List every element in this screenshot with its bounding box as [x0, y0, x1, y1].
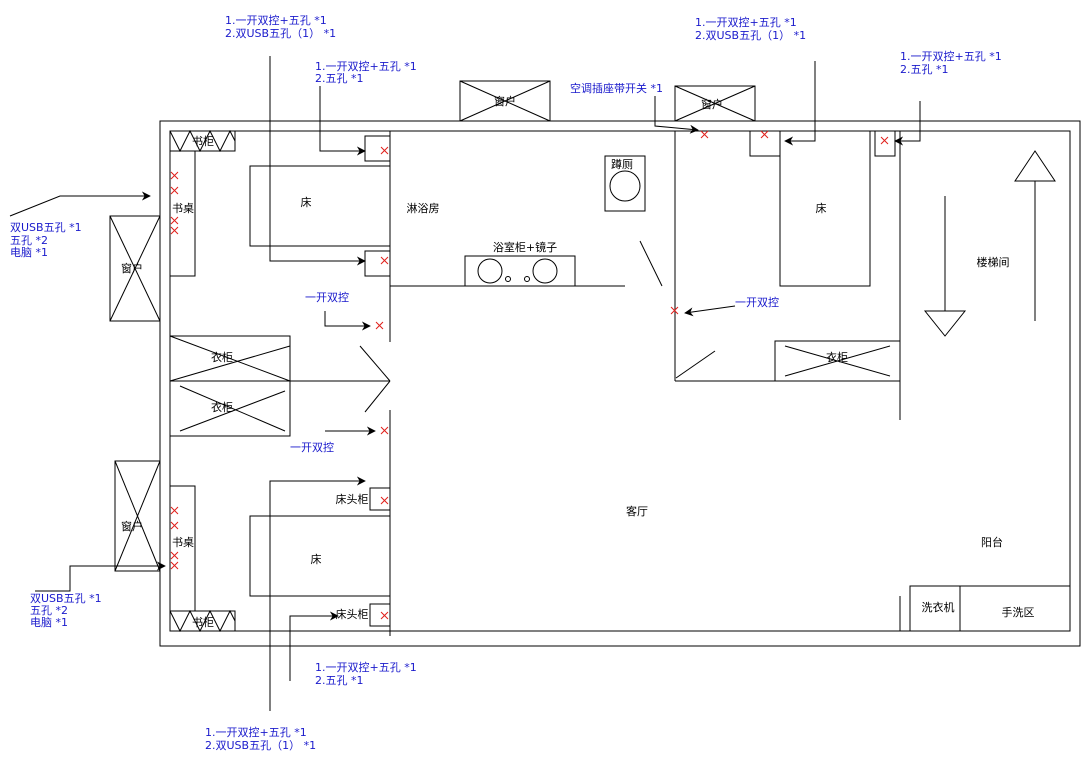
vanity: [464, 255, 576, 287]
note-bottom-b: 1.一开双控+五孔 *1 2.双USB五孔（1） *1: [205, 725, 316, 752]
door-swings: [359, 240, 716, 413]
bookcase-top-label: 书柜: [192, 135, 214, 148]
window-top-right-label: 窗户: [701, 97, 723, 111]
svg-text:五孔 *2: 五孔 *2: [10, 234, 48, 247]
note-ac-socket: 空调插座带开关 *1: [570, 81, 663, 95]
stair-arrows: [923, 150, 1056, 337]
bookcase-bottom: [169, 609, 236, 633]
washing-machine-label: 洗衣机: [922, 600, 955, 614]
shower-label: 淋浴房: [407, 202, 440, 215]
bed-top-left-label: 床: [301, 195, 312, 209]
bedside-box-2: [364, 250, 391, 277]
bedside-box-right-2: [874, 130, 896, 157]
svg-text:1.一开双控+五孔 *1: 1.一开双控+五孔 *1: [695, 15, 797, 29]
bed-right-label: 床: [816, 201, 827, 215]
svg-text:1.一开双控+五孔 *1: 1.一开双控+五孔 *1: [315, 660, 417, 674]
balcony-label: 阳台: [981, 535, 1003, 549]
note-left-top: 双USB五孔 *1 五孔 *2 电脑 *1: [10, 221, 82, 259]
svg-text:1.一开双控+五孔 *1: 1.一开双控+五孔 *1: [900, 49, 1002, 63]
bedside-table-2-label: 床头柜: [336, 607, 369, 621]
desk-top-label: 书桌: [172, 202, 194, 215]
bedside-table-1-label: 床头柜: [336, 492, 369, 506]
note-bottom-a: 1.一开双控+五孔 *1 2.五孔 *1: [315, 660, 417, 687]
wardrobe-2-label: 衣柜: [211, 400, 233, 414]
bookcase-top: [169, 129, 236, 153]
svg-text:双USB五孔 *1: 双USB五孔 *1: [10, 221, 82, 234]
svg-text:2.双USB五孔（1） *1: 2.双USB五孔（1） *1: [695, 29, 806, 42]
note-left-bottom: 双USB五孔 *1 五孔 *2 电脑 *1: [30, 592, 102, 629]
toilet-label: 蹲厕: [611, 157, 633, 171]
svg-text:1.一开双控+五孔 *1: 1.一开双控+五孔 *1: [315, 59, 417, 73]
svg-text:2.五孔 *1: 2.五孔 *1: [900, 63, 949, 76]
bed-right: [779, 130, 871, 287]
bedside-table-2: [369, 603, 391, 627]
svg-text:五孔 *2: 五孔 *2: [30, 604, 68, 617]
bedside-table-1: [369, 487, 391, 511]
note-switch-2: 一开双控: [290, 440, 334, 454]
interior-walls: [170, 131, 901, 636]
svg-text:2.双USB五孔（1） *1: 2.双USB五孔（1） *1: [205, 739, 316, 752]
outlet-markers: [170, 130, 889, 620]
svg-text:2.五孔 *1: 2.五孔 *1: [315, 72, 364, 85]
note-switch-1: 一开双控: [305, 290, 349, 304]
vanity-label: 浴室柜+镜子: [493, 240, 557, 254]
svg-text:2.五孔 *1: 2.五孔 *1: [315, 674, 364, 687]
svg-text:2.双USB五孔（1） *1: 2.双USB五孔（1） *1: [225, 27, 336, 40]
note-top-right-a: 1.一开双控+五孔 *1 2.双USB五孔（1） *1: [695, 15, 806, 42]
svg-text:电脑 *1: 电脑 *1: [30, 616, 68, 629]
svg-text:电脑 *1: 电脑 *1: [10, 246, 48, 259]
svg-text:1.一开双控+五孔 *1: 1.一开双控+五孔 *1: [205, 725, 307, 739]
wardrobe-1-label: 衣柜: [211, 350, 233, 364]
note-switch-right: 一开双控: [735, 295, 779, 309]
window-left-bottom-label: 窗户: [121, 519, 143, 533]
desk-top: [169, 150, 196, 277]
bed-bottom-left: [249, 515, 391, 597]
note-top-a: 1.一开双控+五孔 *1 2.双USB五孔（1） *1: [225, 13, 336, 40]
hand-wash-label: 手洗区: [1002, 605, 1035, 619]
window-top-center: [459, 80, 551, 122]
bookcase-bottom-label: 书柜: [192, 616, 214, 629]
living-room-label: 客厅: [626, 504, 648, 518]
laundry-area: [909, 585, 1071, 632]
window-left-top-label: 窗户: [121, 261, 143, 275]
svg-text:双USB五孔 *1: 双USB五孔 *1: [30, 592, 102, 605]
window-left-top: [109, 215, 161, 322]
toilet: [604, 155, 646, 212]
desk-bottom-label: 书桌: [172, 536, 194, 549]
window-left-bottom: [114, 460, 161, 572]
window-top-right: [674, 85, 756, 122]
bed-bottom-left-label: 床: [311, 552, 322, 566]
stairwell-label: 楼梯间: [977, 255, 1010, 269]
leader-lines: [9, 56, 921, 711]
wardrobe-2: [169, 380, 291, 437]
wardrobe-right-label: 衣柜: [826, 350, 848, 364]
window-top-center-label: 窗户: [494, 94, 516, 108]
note-top-right-b: 1.一开双控+五孔 *1 2.五孔 *1: [900, 49, 1002, 76]
note-top-b: 1.一开双控+五孔 *1 2.五孔 *1: [315, 59, 417, 85]
svg-text:1.一开双控+五孔 *1: 1.一开双控+五孔 *1: [225, 13, 327, 27]
bed-top-left: [249, 165, 391, 247]
wardrobe-right: [774, 340, 901, 382]
